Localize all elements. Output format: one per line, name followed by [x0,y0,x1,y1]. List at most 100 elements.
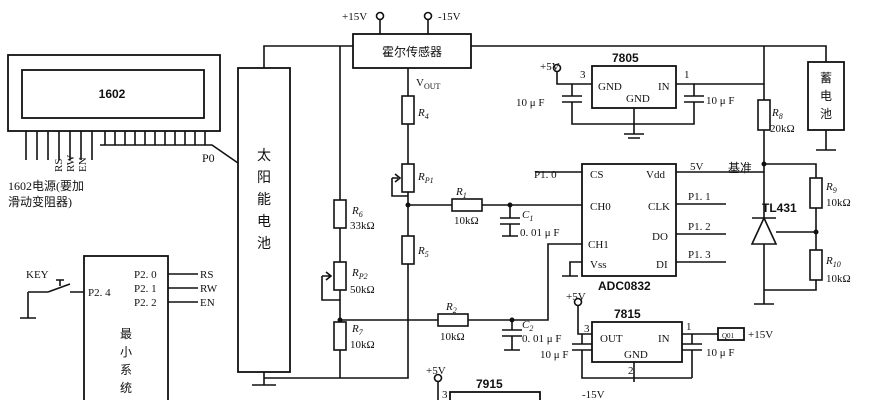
supply-5v-label: 5V [690,161,704,173]
svg-text:RP2: RP2 [351,267,368,281]
svg-text:10 μ F: 10 μ F [706,347,735,359]
svg-text:CH0: CH0 [590,201,611,213]
out-15v-label: +15V [748,329,773,341]
svg-text:10 μ F: 10 μ F [706,95,735,107]
svg-text:蓄: 蓄 [820,71,832,85]
svg-text:RS: RS [200,269,213,281]
battery-block: 蓄 电 池 [807,61,845,151]
reg7805-name: 7805 [612,51,639,65]
svg-text:P1. 1: P1. 1 [688,191,711,203]
svg-text:C2: C2 [522,319,533,333]
svg-text:GND: GND [624,349,648,361]
svg-text:-15V: -15V [582,389,605,400]
svg-text:Vdd: Vdd [646,169,665,181]
svg-text:10 μ F: 10 μ F [516,97,545,109]
svg-text:3: 3 [584,323,590,335]
svg-text:10kΩ: 10kΩ [826,273,851,285]
svg-text:20kΩ: 20kΩ [770,123,795,135]
svg-text:P1. 2: P1. 2 [688,221,711,233]
svg-text:10kΩ: 10kΩ [826,197,851,209]
adc0832-chip: CS CH0 CH1 Vss Vdd CLK DO DI ADC0832 P1.… [534,161,764,293]
svg-text:R5: R5 [417,245,429,259]
lcd-port-label: P0 [202,151,215,165]
svg-text:系: 系 [120,363,132,377]
lcd-1602-module: 1602 RS RW EN 1602电源(要加 滑动变阻器) P0 [7,54,239,209]
svg-text:统: 统 [120,381,132,395]
svg-text:IN: IN [658,81,670,93]
tl431-label: TL431 [762,201,797,215]
svg-text:R7: R7 [351,323,364,337]
svg-text:3: 3 [442,389,448,400]
svg-text:10 μ F: 10 μ F [540,349,569,361]
svg-text:OUT: OUT [600,333,623,345]
svg-text:Vss: Vss [590,259,607,271]
svg-text:3: 3 [580,69,586,81]
regulator-7915: 7915 +5V 3 -15V [426,365,605,400]
svg-text:10kΩ: 10kΩ [454,215,479,227]
svg-text:2: 2 [628,365,634,377]
svg-text:10kΩ: 10kΩ [350,339,375,351]
svg-text:33kΩ: 33kΩ [350,220,375,232]
lcd-power-note-1: 1602电源(要加 [8,179,84,193]
lcd-pin-rw: RW [65,154,77,172]
svg-text:7815: 7815 [614,307,641,321]
supply-pos5-label: +5V [540,61,560,73]
supply-pos15-label: +15V [342,11,367,23]
solar-label-5: 池 [257,236,271,252]
reference-circuit: R8 20kΩ 基准 TL431 R9 10kΩ R10 10kΩ [728,46,851,305]
reference-label: 基准 [728,161,752,175]
svg-text:EN: EN [200,297,215,309]
lcd-pin-rs: RS [53,159,65,172]
svg-text:P1. 0: P1. 0 [534,169,557,181]
svg-text:IN: IN [658,333,670,345]
svg-text:P2. 0: P2. 0 [134,269,157,281]
svg-text:最: 最 [120,327,132,341]
svg-text:R10: R10 [825,255,841,269]
input-filter-ch0: R1 10kΩ C1 0. 01 μ F [408,186,582,239]
adc-name: ADC0832 [598,279,651,293]
svg-text:R6: R6 [351,205,363,219]
svg-text:R8: R8 [771,107,783,121]
solar-label-1: 太 [257,148,271,164]
svg-text:+5V: +5V [566,291,586,303]
svg-text:C1: C1 [522,209,533,223]
svg-text:P2. 4: P2. 4 [88,287,111,299]
input-filter-ch1: R2 10kΩ C2 0. 01 μ F [340,243,582,351]
hall-sensor-label: 霍尔传感器 [382,44,442,59]
svg-text:池: 池 [820,107,832,121]
key-label: KEY [26,269,49,281]
lcd-label: 1602 [99,87,126,101]
solar-label-2: 阳 [257,170,271,186]
svg-text:GND: GND [598,81,622,93]
svg-text:50kΩ: 50kΩ [350,284,375,296]
svg-text:R1: R1 [455,186,467,200]
svg-text:Q01: Q01 [722,332,735,340]
regulator-7815: 7815 OUT IN GND 3 1 2 +5V 10 μ F 10 μ F … [540,291,773,382]
svg-text:1: 1 [686,321,692,333]
svg-text:1: 1 [684,69,690,81]
solar-label-3: 能 [257,192,271,208]
svg-text:R4: R4 [417,107,429,121]
svg-text:P1. 3: P1. 3 [688,249,711,261]
sensor-divider: R4 RP1 R5 [264,68,434,379]
supply-neg15-label: -15V [438,11,461,23]
svg-text:CS: CS [590,169,603,181]
svg-text:DI: DI [656,259,668,271]
regulator-7805: 7805 GND GND IN 3 1 +5V 10 μ F 10 μ F [516,51,764,139]
svg-text:7915: 7915 [476,377,503,391]
solar-label-4: 电 [257,214,271,230]
hall-sensor: 霍尔传感器 +15V -15V VOUT [342,11,472,91]
lcd-power-note-2: 滑动变阻器) [8,194,72,209]
svg-text:P2. 2: P2. 2 [134,297,157,309]
svg-text:P2. 1: P2. 1 [134,283,157,295]
svg-text:0. 01 μ F: 0. 01 μ F [522,333,562,345]
svg-text:小: 小 [120,345,132,359]
solar-cell-block: 太 阳 能 电 池 [237,67,291,386]
svg-text:GND: GND [626,93,650,105]
svg-text:电: 电 [820,89,832,103]
mcu-minimum-system: P2. 4 P2. 0 P2. 1 P2. 2 RS RW EN 最 小 系 统… [20,255,218,400]
svg-text:R2: R2 [445,301,457,315]
svg-text:CLK: CLK [648,201,670,213]
svg-text:+5V: +5V [426,365,446,377]
